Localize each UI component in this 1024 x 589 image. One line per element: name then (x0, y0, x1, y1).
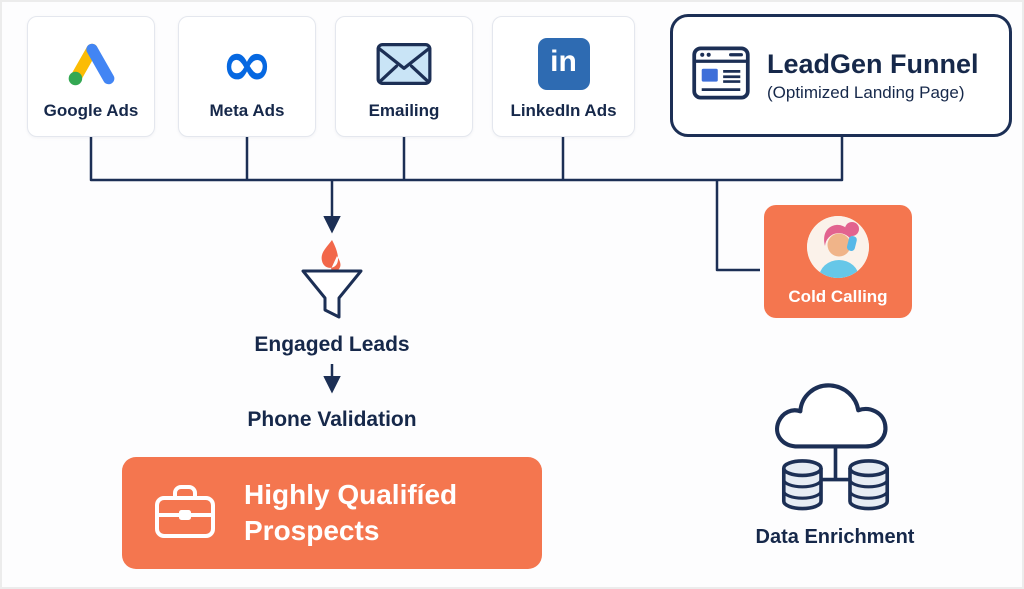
card-label-meta-ads: Meta Ads (209, 100, 285, 120)
card-label-linkedin-ads: LinkedIn Ads (510, 100, 617, 120)
google-ads-icon (64, 35, 118, 93)
funnel-shape (301, 269, 363, 319)
meta-icon: ∞ (221, 26, 273, 100)
data-enrichment-group (763, 372, 908, 527)
cold-calling-label: Cold Calling (788, 287, 888, 306)
card-label-emailing: Emailing (368, 100, 440, 120)
briefcase-icon (152, 481, 218, 546)
phone-validation-label: Phone Validation (247, 408, 417, 431)
funnel-flame-icon (301, 240, 363, 319)
card-leadgen-funnel: LeadGen Funnel (Optimized Landing Page) (670, 14, 1012, 137)
leadgen-title: LeadGen Funnel (767, 48, 979, 79)
engaged-leads-label: Engaged Leads (254, 333, 410, 356)
prospects-label: Highly Qualifíed Prospects (244, 478, 458, 546)
card-meta-ads: ∞ Meta Ads (178, 16, 316, 137)
card-highly-qualified-prospects: Highly Qualifíed Prospects (122, 457, 542, 569)
browser-window-icon (691, 43, 751, 108)
card-emailing: Emailing (335, 16, 473, 137)
meta-infinity-glyph: ∞ (221, 26, 273, 100)
linkedin-icon: in (537, 35, 590, 93)
branch-to-cold-calling (715, 180, 760, 272)
card-google-ads: Google Ads (27, 16, 155, 137)
card-label-google-ads: Google Ads (43, 100, 139, 120)
envelope-icon (376, 35, 432, 93)
leadgen-subtitle: (Optimized Landing Page) (767, 83, 965, 103)
cloud-database-icon (775, 383, 890, 511)
flame-shape (321, 240, 341, 271)
bus-line (89, 135, 844, 182)
card-linkedin-ads: in LinkedIn Ads (492, 16, 635, 137)
cold-caller-avatar-icon (807, 216, 869, 278)
linkedin-in-glyph: in (537, 37, 590, 90)
leadgen-text-block: LeadGen Funnel (Optimized Landing Page) (767, 48, 979, 103)
data-enrichment-label: Data Enrichment (755, 526, 915, 548)
card-cold-calling: Cold Calling (764, 205, 912, 318)
